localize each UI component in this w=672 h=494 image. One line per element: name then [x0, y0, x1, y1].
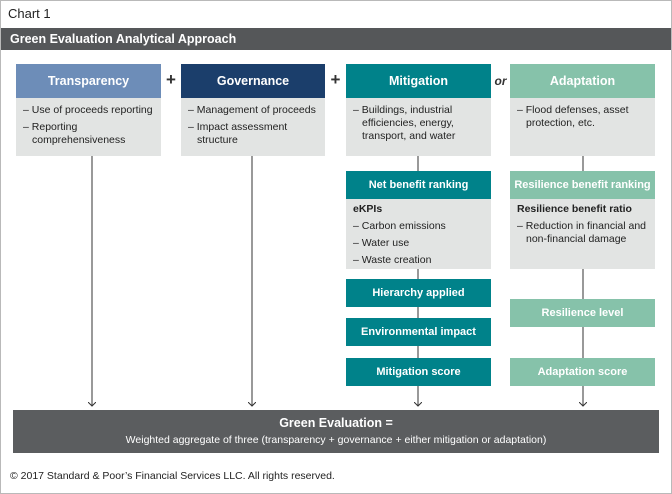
mitigation-header: Mitigation [346, 64, 491, 98]
list-item: – Waste creation [353, 254, 432, 266]
net-benefit-ranking: Net benefit ranking [346, 171, 491, 199]
or-operator: or [494, 74, 507, 88]
transparency-body: – Use of proceeds reporting – Reporting … [16, 98, 161, 156]
green-evaluation-title: Green Evaluation = [279, 416, 393, 430]
list-item: – Reduction in financial and non-financi… [517, 220, 647, 245]
list-item: – Management of proceeds [188, 104, 316, 116]
list-item: – Buildings, industrial efficiencies, en… [353, 104, 456, 142]
list-item: – Use of proceeds reporting [23, 104, 153, 116]
resilience-benefit-ranking: Resilience benefit ranking [510, 171, 655, 199]
governance-header: Governance [181, 64, 325, 98]
resilience-level: Resilience level [510, 299, 655, 327]
adaptation-header: Adaptation [510, 64, 655, 98]
ekpis-title: eKPIs [353, 203, 383, 215]
adaptation-body: – Flood defenses, asset protection, etc. [510, 98, 655, 156]
green-evaluation-subtitle: Weighted aggregate of three (transparenc… [125, 434, 547, 446]
resilience-ratio-title: Resilience benefit ratio [517, 203, 632, 215]
resilience-ratio-box: Resilience benefit ratio – Reduction in … [510, 199, 655, 269]
environmental-impact: Environmental impact [346, 318, 491, 346]
green-evaluation-box: Green Evaluation = Weighted aggregate of… [13, 410, 659, 453]
plus-operator: + [166, 70, 176, 89]
governance-body: – Management of proceeds – Impact assess… [181, 98, 325, 156]
list-item: – Reporting comprehensiveness [23, 121, 126, 146]
chart-title: Green Evaluation Analytical Approach [1, 28, 671, 50]
mitigation-score: Mitigation score [346, 358, 491, 386]
transparency-header: Transparency [16, 64, 161, 98]
list-item: – Flood defenses, asset protection, etc. [517, 104, 629, 129]
adaptation-score: Adaptation score [510, 358, 655, 386]
mitigation-body: – Buildings, industrial efficiencies, en… [346, 98, 491, 156]
ekpis-box: eKPIs – Carbon emissions – Water use – W… [346, 199, 491, 269]
copyright-footer: © 2017 Standard & Poor’s Financial Servi… [10, 470, 335, 482]
plus-operator: + [330, 70, 341, 89]
chart-label: Chart 1 [8, 6, 51, 21]
list-item: – Impact assessment structure [188, 121, 288, 146]
list-item: – Water use [353, 237, 410, 249]
list-item: – Carbon emissions [353, 220, 446, 232]
hierarchy-applied: Hierarchy applied [346, 279, 491, 307]
